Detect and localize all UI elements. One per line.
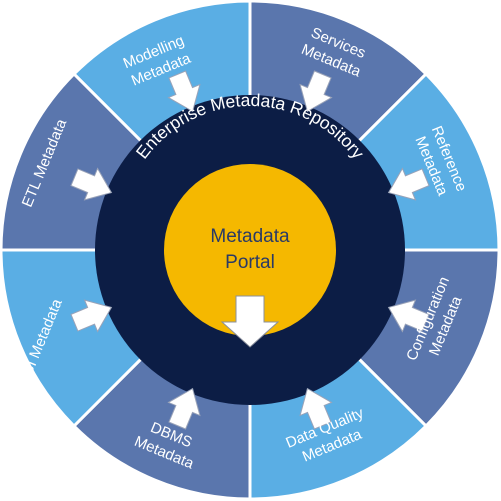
arrow-reference-icon bbox=[387, 167, 430, 201]
inbound-arrows bbox=[70, 70, 430, 430]
portal-label-line2: Portal bbox=[225, 252, 275, 273]
arrow-dbms-icon bbox=[167, 387, 201, 430]
arrow-configuration-icon bbox=[387, 299, 430, 333]
portal-label-line1: Metadata bbox=[210, 226, 290, 247]
arrow-data-quality-icon bbox=[299, 387, 333, 430]
metadata-portal-circle[interactable] bbox=[164, 164, 336, 336]
arrow-services-icon bbox=[299, 70, 333, 113]
portal-down-arrow-icon bbox=[220, 295, 280, 348]
arrow-modelling-icon bbox=[167, 70, 201, 113]
arrow-etl-icon bbox=[70, 167, 113, 201]
arrow-bi-icon bbox=[70, 299, 113, 333]
